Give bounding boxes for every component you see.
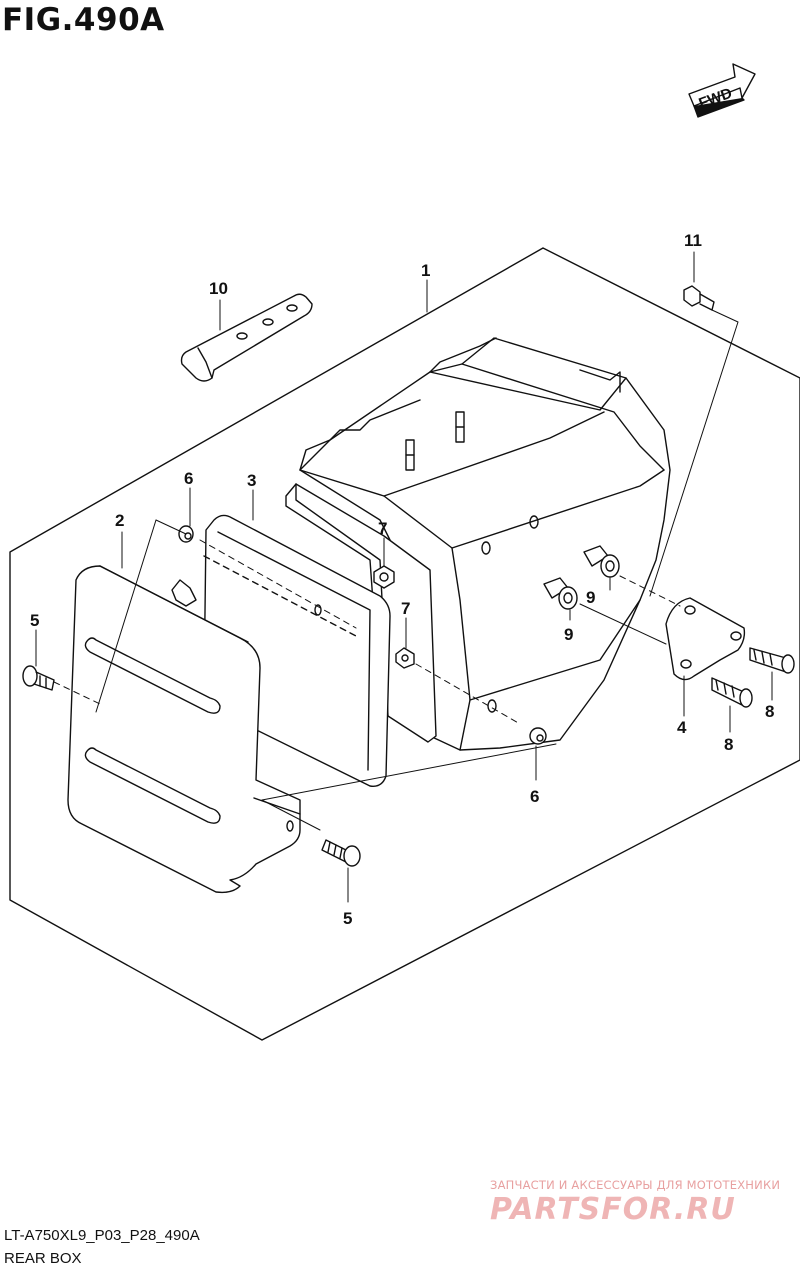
callout-10: 10 (209, 279, 228, 298)
callout-1: 1 (421, 261, 430, 280)
callout-6-bottom: 6 (530, 787, 539, 806)
part-5-screw-b (321, 839, 361, 867)
part-8-bolt-a (749, 647, 795, 674)
part-9-grommet-b (543, 577, 578, 610)
part-7-nut-b (395, 647, 415, 669)
figure-title: FIG.490A (2, 2, 165, 38)
part-2-lid (67, 565, 301, 894)
part-9-grommet-a (583, 545, 620, 578)
callout-9-upper: 9 (586, 588, 595, 607)
callout-8-lower: 8 (724, 735, 733, 754)
callout-5-left: 5 (30, 611, 39, 630)
callout-4: 4 (677, 718, 687, 737)
figure-name: REAR BOX (4, 1250, 82, 1267)
watermark-tagline: ЗАПЧАСТИ И АКСЕССУАРЫ ДЛЯ МОТОТЕХНИКИ (490, 1178, 781, 1192)
figure-code: LT-A750XL9_P03_P28_490A (4, 1227, 200, 1244)
callout-8-right: 8 (765, 702, 774, 721)
callout-7-mid: 7 (401, 599, 410, 618)
callout-2: 2 (115, 511, 124, 530)
fwd-arrow-icon: FWD (688, 63, 756, 118)
part-8-bolt-b (711, 677, 753, 708)
callout-5-bottom: 5 (343, 909, 352, 928)
leader-lines (35, 251, 773, 903)
callout-9-lower: 9 (564, 625, 573, 644)
part-1-box (285, 337, 671, 751)
part-11-bolt (683, 285, 715, 311)
callout-labels: 1 2 3 4 5 5 6 6 7 7 8 8 9 9 10 11 (30, 231, 774, 928)
kit-boundary (9, 247, 800, 1041)
callout-3: 3 (247, 471, 256, 490)
watermark-site: PARTSFOR.RU (490, 1192, 736, 1227)
part-6-washer-b (529, 727, 547, 745)
part-4-plate (665, 597, 746, 681)
callout-6-top: 6 (184, 469, 193, 488)
part-5-screw-a (22, 665, 55, 691)
callout-11: 11 (684, 231, 702, 250)
part-10-bracket (180, 293, 313, 382)
callout-7-top: 7 (378, 519, 387, 538)
